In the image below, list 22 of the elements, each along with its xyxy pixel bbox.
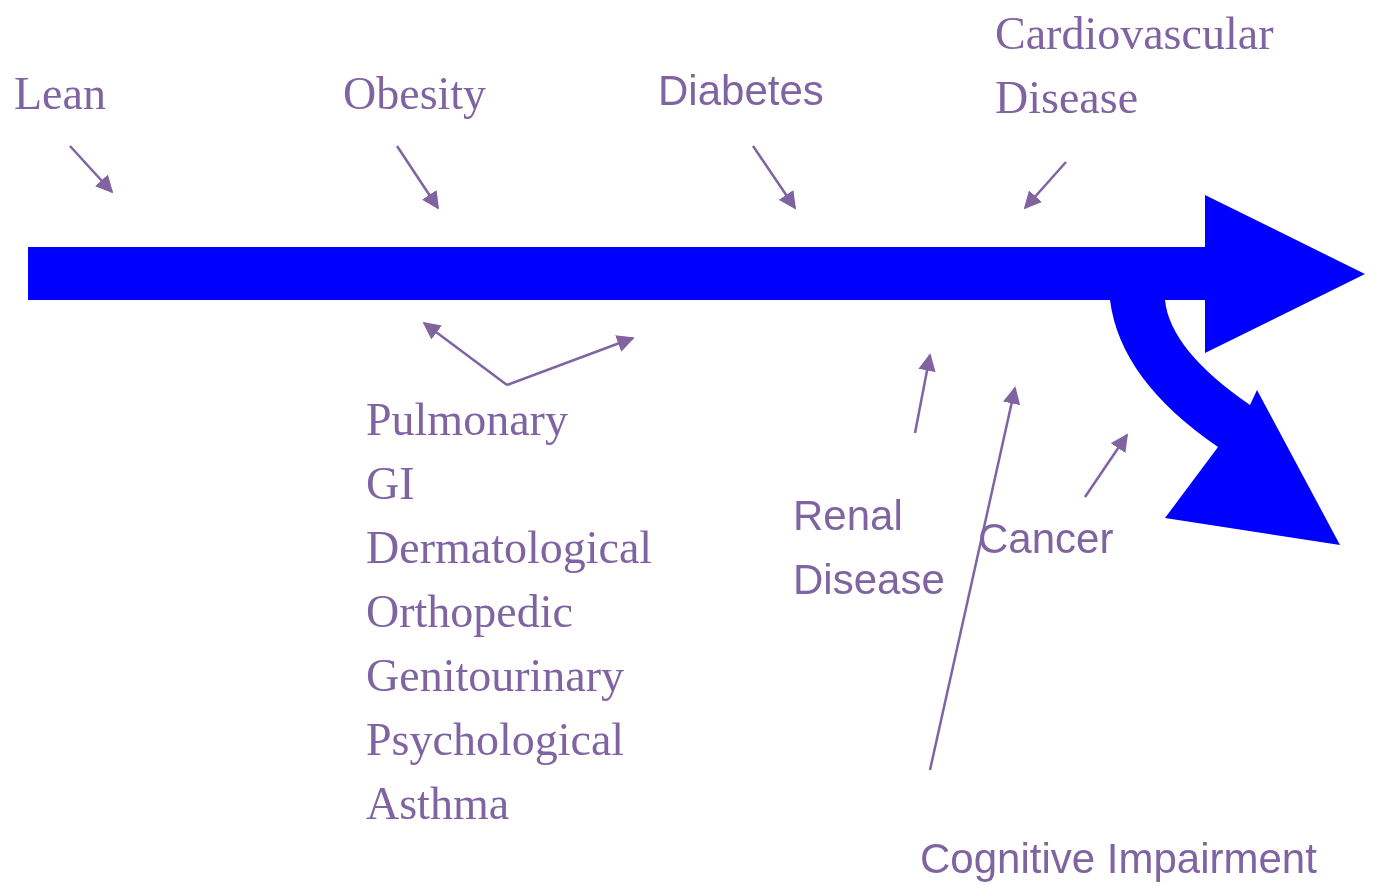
leader-arrow [506, 335, 635, 387]
condition-label: Diabetes [658, 66, 824, 117]
condition-label: Genitourinary [366, 649, 626, 703]
condition-label: Orthopedic [366, 585, 574, 639]
leader-arrow [913, 353, 936, 434]
leader-arrow [69, 145, 114, 194]
leader-arrow [751, 145, 797, 210]
leader-arrow [928, 386, 1021, 771]
condition-label: Obesity [343, 66, 487, 122]
condition-label: Psychological [366, 713, 626, 767]
leader-arrow [422, 321, 508, 386]
leader-arrow [1083, 433, 1129, 498]
condition-label: Pulmonary [366, 393, 569, 447]
leader-arrow [1023, 161, 1067, 210]
condition-label: Lean [14, 66, 106, 122]
condition-label: Dermatological [366, 521, 653, 575]
condition-label: Cardiovascular Disease [995, 2, 1335, 130]
condition-label: Cognitive Impairment [920, 834, 1317, 885]
leader-arrow [395, 145, 440, 210]
condition-label: Asthma [366, 777, 511, 831]
condition-label: GI [366, 457, 416, 511]
condition-label: Renal Disease [793, 484, 968, 612]
